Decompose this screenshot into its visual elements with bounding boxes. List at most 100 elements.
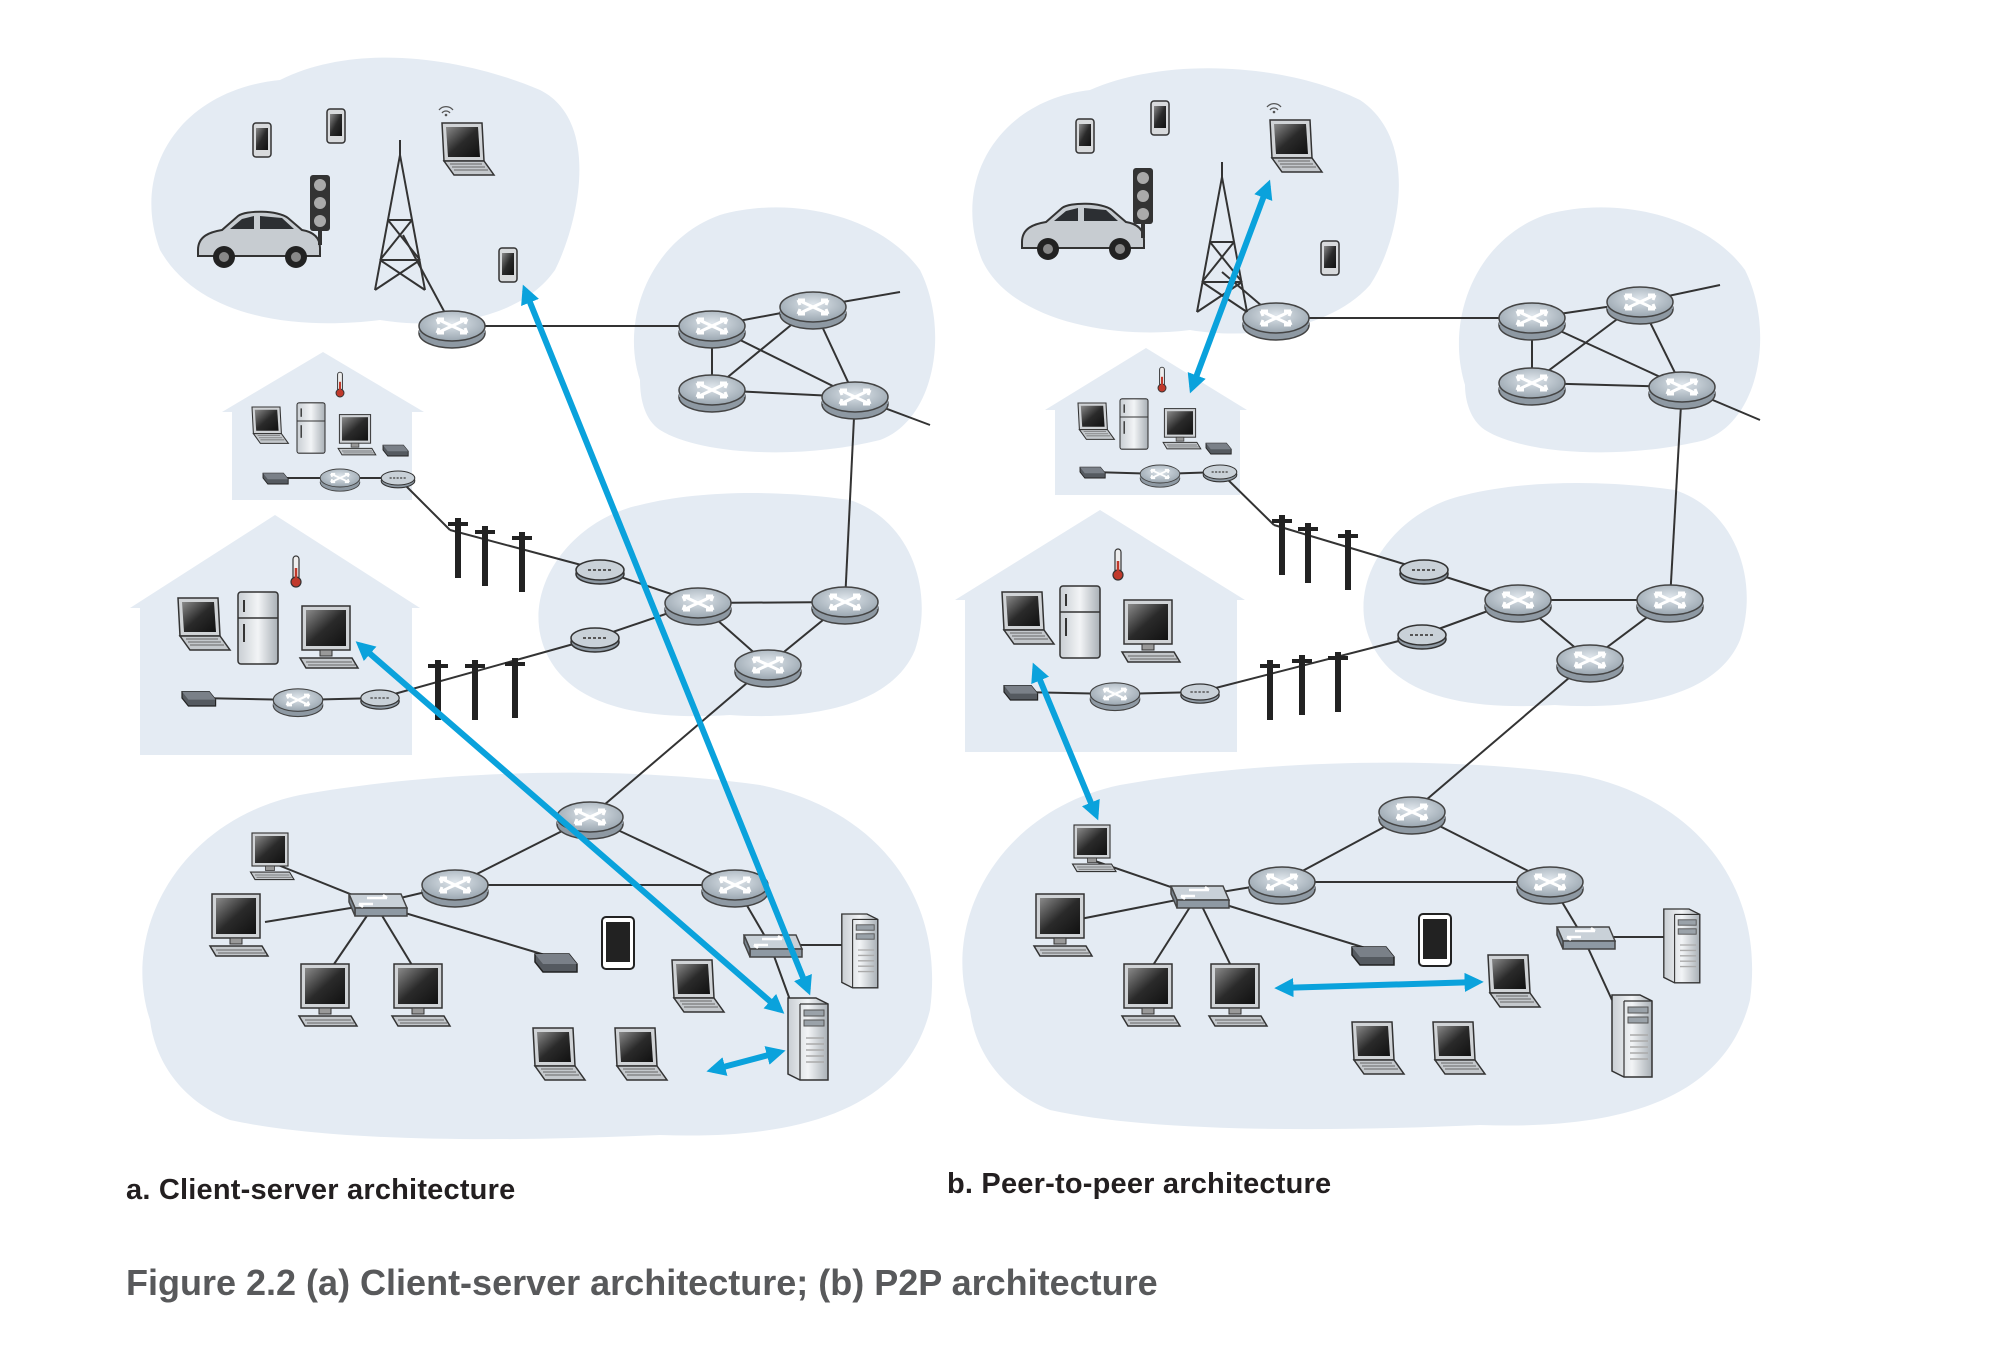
refrigerator-icon [1119, 398, 1149, 450]
tablet-icon [601, 916, 635, 970]
desktop-icon [1033, 893, 1093, 957]
arrow-laptop-to-home-device [1187, 179, 1273, 394]
router-icon [733, 648, 803, 689]
arrow-laptop-server [706, 1046, 786, 1076]
utility-pole-icon [1338, 530, 1358, 590]
refrigerator-icon [296, 402, 326, 454]
router-icon [1483, 583, 1553, 624]
wireless-access-point-icon [570, 627, 620, 653]
router-icon [1247, 865, 1317, 906]
router-icon [1605, 285, 1675, 326]
utility-pole-icon [512, 532, 532, 592]
smartphone-icon [498, 247, 518, 283]
cable-modem-icon [1202, 464, 1238, 483]
home-router-icon [319, 468, 361, 493]
switch-icon [1555, 925, 1617, 951]
modem-icon [1079, 466, 1106, 479]
thermometer-icon [1156, 366, 1168, 394]
home-router-icon [1089, 681, 1141, 712]
router-icon [677, 309, 747, 350]
desktop-icon [337, 414, 377, 456]
desktop-icon [1162, 408, 1202, 450]
router-icon [1241, 301, 1311, 342]
utility-pole-icon [1298, 523, 1318, 583]
thermometer-icon [289, 554, 303, 589]
cable-modem-icon [360, 689, 401, 711]
router-icon [677, 373, 747, 414]
panel-b-peer-to-peer [955, 68, 1761, 1130]
figure-caption: Figure 2.2 (a) Client-server architectur… [126, 1262, 1158, 1303]
smartphone-icon [1075, 118, 1095, 154]
router-icon [420, 868, 490, 909]
smartphone-icon [1320, 240, 1340, 276]
thermometer-icon [1111, 547, 1125, 582]
server-icon [787, 997, 829, 1081]
modem-icon [262, 472, 289, 485]
smartphone-icon [1150, 100, 1170, 136]
desktop-icon [1121, 963, 1181, 1027]
tablet-icon [1418, 913, 1452, 967]
utility-pole-icon [1328, 652, 1348, 712]
wireless-access-point-icon [1351, 946, 1395, 966]
desktop-icon [391, 963, 451, 1027]
modem-icon [1003, 684, 1039, 701]
router-icon [417, 309, 487, 350]
cable-modem-icon [1180, 683, 1221, 704]
server-icon [1663, 908, 1701, 984]
desktop-icon [249, 832, 295, 881]
router-icon [700, 868, 770, 909]
desktop-icon [299, 605, 359, 669]
router-icon [1635, 583, 1705, 624]
utility-pole-icon [505, 658, 525, 718]
modem-icon [181, 690, 217, 707]
server-icon [1611, 994, 1653, 1078]
isp-cloud-middle [1363, 483, 1747, 707]
refrigerator-icon [237, 591, 279, 665]
smartphone-icon [252, 122, 272, 158]
caption-peer-to-peer: b. Peer-to-peer architecture [947, 1168, 1332, 1200]
game-console-icon [382, 444, 409, 457]
router-icon [1647, 370, 1717, 411]
utility-pole-icon [1272, 515, 1292, 575]
router-icon [810, 585, 880, 626]
desktop-icon [1071, 824, 1117, 873]
communication-arrows [1031, 179, 1484, 998]
router-icon [820, 380, 890, 421]
arrow-home-modem-to-desktop [1031, 662, 1100, 821]
panel-a-client-server [130, 57, 936, 1140]
home-router-icon [1139, 464, 1181, 489]
desktop-icon [1121, 599, 1181, 663]
mobile-network-cloud [151, 57, 580, 324]
router-icon [778, 290, 848, 331]
switch-icon [347, 892, 409, 918]
wireless-access-point-icon [534, 953, 578, 973]
mobile-network-cloud [972, 68, 1399, 334]
router-icon [1497, 366, 1567, 407]
utility-pole-icon [1260, 660, 1280, 720]
router-icon [1555, 643, 1625, 684]
refrigerator-icon [1059, 585, 1101, 659]
router-icon [555, 800, 625, 841]
desktop-icon [298, 963, 358, 1027]
utility-pole-icon [448, 518, 468, 578]
wireless-access-point-icon [1399, 559, 1449, 585]
wireless-access-point-icon [575, 559, 625, 585]
router-icon [1515, 865, 1585, 906]
desktop-icon [209, 893, 269, 957]
thermometer-icon [334, 371, 346, 399]
cable-modem-icon [380, 470, 416, 489]
home-router-icon [272, 687, 324, 718]
communication-arrows [355, 284, 812, 1076]
caption-client-server: a. Client-server architecture [126, 1174, 516, 1206]
router-icon [1497, 301, 1567, 342]
arrow-desktop-to-laptop [1274, 972, 1484, 998]
wireless-access-point-icon [1397, 624, 1447, 650]
router-icon [663, 586, 733, 627]
switch-icon [1169, 884, 1231, 910]
game-console-icon [1205, 442, 1232, 455]
smartphone-icon [326, 108, 346, 144]
desktop-icon [1208, 963, 1268, 1027]
router-icon [1377, 795, 1447, 836]
server-icon [841, 913, 879, 989]
